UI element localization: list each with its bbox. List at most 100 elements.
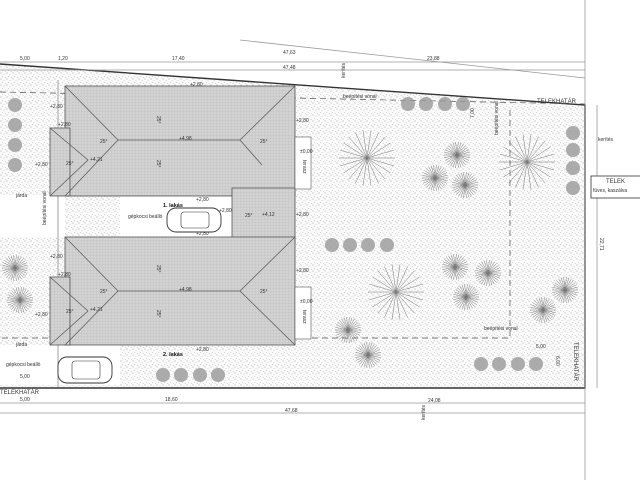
- parking-1-label: gépkocsi beálló: [128, 214, 163, 220]
- house-2: terasz +2,80 +2,80 +2,80 +2,80 +2,80 +4,…: [35, 236, 313, 358]
- terrace-level: ±0,00: [300, 149, 313, 155]
- shrub-icon: [474, 357, 488, 371]
- dim-top-5: 23,88: [427, 56, 440, 62]
- slope: 25°: [66, 309, 74, 315]
- shrub-icon: [8, 118, 22, 132]
- tree-icon: [552, 277, 578, 303]
- dim-top-setback: 7,00: [470, 108, 476, 118]
- fence-label-bottom: kerítés: [421, 404, 427, 420]
- slope: 25°: [155, 116, 161, 124]
- plot-description: füves, kaszálva: [593, 188, 627, 194]
- dim-parking: 5,00: [20, 374, 30, 380]
- top-dimensions: 5,00 1,20 17,40 47,63 23,88 47,48 keríté…: [0, 0, 586, 480]
- large-tree-icon: [368, 264, 424, 320]
- level: +2,80: [296, 118, 309, 124]
- dim-setback-h: 6,00: [554, 356, 560, 366]
- level: +2,80: [196, 347, 209, 353]
- shrub-icon: [566, 161, 580, 175]
- parking-2-label: gépkocsi beálló: [6, 362, 41, 368]
- level: +2,80: [50, 104, 63, 110]
- level: +2,80: [190, 82, 203, 88]
- tree-icon: [7, 287, 33, 313]
- tree-icon: [442, 254, 468, 280]
- dim-bottom-1: 5,00: [20, 397, 30, 403]
- right-annotations: 22,71 kerítés TELEK füves, kaszálva: [590, 105, 640, 388]
- building-line-label-br: beépítési vonal: [484, 326, 518, 332]
- dim-bottom-4: 47,68: [285, 408, 298, 414]
- slope: 25°: [155, 265, 161, 273]
- tree-icon: [335, 317, 361, 343]
- fence-label-right: kerítés: [598, 137, 614, 143]
- slope: 25°: [260, 289, 268, 295]
- shrub-icon: [566, 126, 580, 140]
- tree-icon: [355, 342, 381, 368]
- ridge-level: +4,21: [90, 307, 103, 313]
- plot-title: TELEK: [606, 179, 625, 185]
- dim-top-6: 47,48: [283, 65, 296, 71]
- shrub-icon: [174, 368, 188, 382]
- bottom-dimensions: TELEKHATÁR 5,00 18,60 24,08 47,68 keríté…: [0, 326, 585, 420]
- tree-icon: [452, 172, 478, 198]
- slope: 25°: [100, 289, 108, 295]
- shrub-icon: [529, 357, 543, 371]
- terrace-2-label: terasz: [301, 310, 307, 324]
- fence-label-top: kerítés: [341, 62, 347, 78]
- dim-top-2: 1,20: [58, 56, 68, 62]
- shrub-icon: [325, 238, 339, 252]
- shrub-icon: [8, 138, 22, 152]
- shrub-icon: [401, 97, 415, 111]
- tree-icon: [475, 260, 501, 286]
- ridge-level: +4,98: [179, 136, 192, 142]
- unit-1-label: 1. lakás: [163, 203, 183, 209]
- shrub-icon: [211, 368, 225, 382]
- trees: [2, 97, 580, 382]
- shrub-icon: [511, 357, 525, 371]
- dim-bottom-3: 24,08: [428, 398, 441, 404]
- house-1: terasz +2,80 +2,80 +2,80 +2,80 +2,80 +2,…: [35, 82, 313, 245]
- slope: 25°: [100, 139, 108, 145]
- shrub-icon: [8, 98, 22, 112]
- boundary-label-top: TELEKHATÁR: [537, 98, 577, 105]
- unit-2-label: 2. lakás: [163, 352, 183, 358]
- ridge-level: +4,98: [179, 287, 192, 293]
- shrub-icon: [566, 181, 580, 195]
- level: +2,80: [58, 122, 71, 128]
- sidewalk-2-label: járda: [15, 342, 27, 348]
- tree-icon: [444, 142, 470, 168]
- terrace-1-label: terasz: [301, 160, 307, 174]
- shrub-icon: [8, 158, 22, 172]
- level: +2,80: [196, 231, 209, 237]
- shrub-icon: [156, 368, 170, 382]
- dim-top-1: 5,00: [20, 56, 30, 62]
- building-line-right: [0, 110, 511, 339]
- sidewalk-1-label: járda: [15, 193, 27, 199]
- building-line-label-top: beépítési vonal: [343, 94, 377, 100]
- tree-icon: [453, 284, 479, 310]
- dim-top-3: 17,40: [172, 56, 185, 62]
- plot-label-box: [590, 175, 640, 199]
- building-line-label-right: beépítési vonal: [494, 101, 500, 135]
- terrace-1: [294, 136, 312, 190]
- shrub-icon: [438, 97, 452, 111]
- shrub-icon: [380, 238, 394, 252]
- shrub-icon: [419, 97, 433, 111]
- level: +2,80: [35, 312, 48, 318]
- shrub-icon: [456, 97, 470, 111]
- shrub-icon: [193, 368, 207, 382]
- tree-icon: [422, 165, 448, 191]
- slope: 25°: [260, 139, 268, 145]
- level: +2,80: [50, 254, 63, 260]
- boundary-label-bottom: TELEKHATÁR: [0, 389, 40, 396]
- car-icon: [57, 356, 113, 384]
- level: +2,80: [296, 268, 309, 274]
- tree-icon: [530, 297, 556, 323]
- slope: 25°: [155, 160, 161, 168]
- boundary-label-right: TELEKHATÁR: [572, 342, 579, 382]
- shrub-icon: [361, 238, 375, 252]
- dim-bottom-2: 18,60: [165, 397, 178, 403]
- sidewalk-area-1: [0, 195, 65, 237]
- shrub-icon: [343, 238, 357, 252]
- terrace-2: [294, 286, 312, 340]
- shrub-icon: [566, 143, 580, 157]
